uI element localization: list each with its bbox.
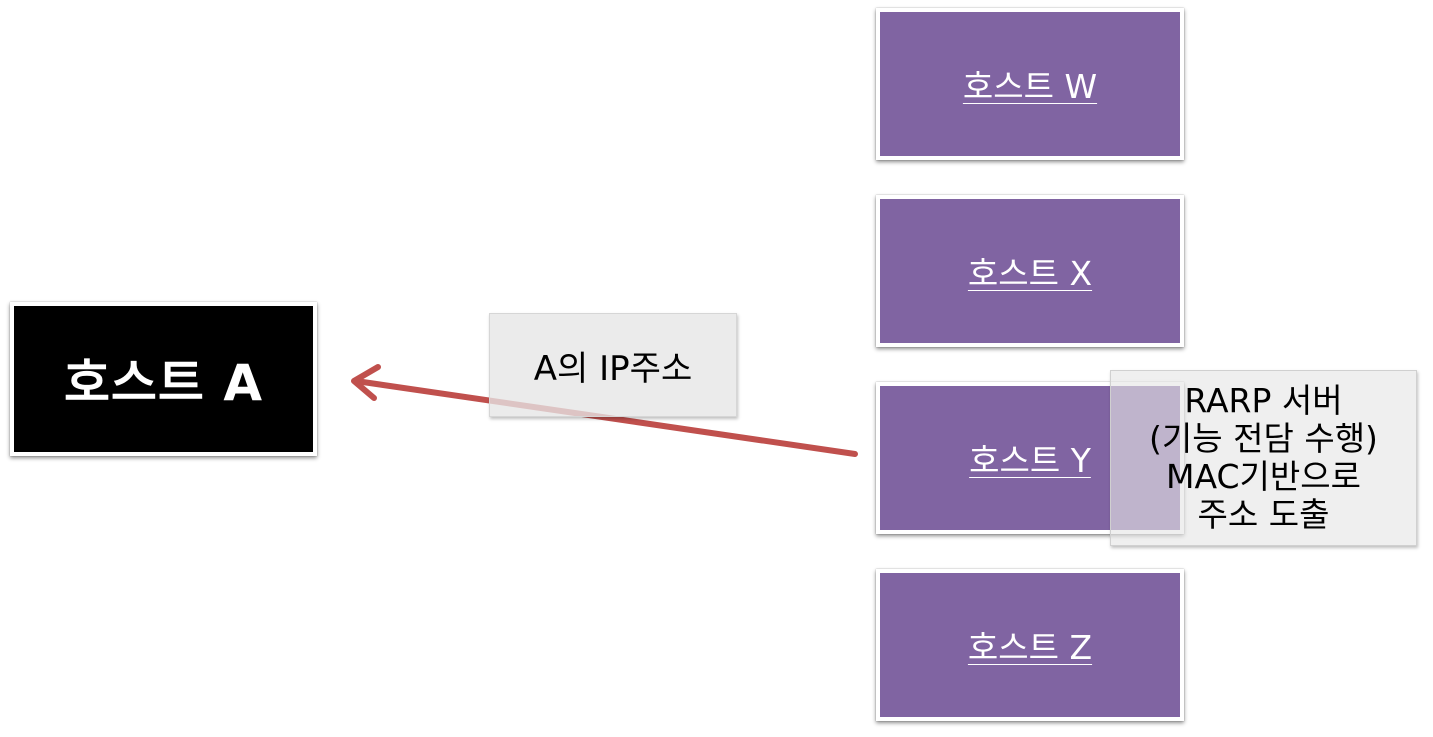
rarp-line-1: RARP 서버: [1184, 381, 1343, 420]
host-a-label: 호스트 A: [63, 354, 264, 412]
rarp-line-4: 주소 도출: [1197, 495, 1330, 534]
host-x-box: 호스트 X: [876, 195, 1184, 347]
rarp-line-2: (기능 전담 수행): [1149, 419, 1378, 458]
reply-arrow-head: [351, 364, 381, 401]
host-w-label: 호스트 W: [962, 67, 1098, 106]
rarp-server-label: RARP 서버 (기능 전담 수행) MAC기반으로 주소 도출: [1110, 370, 1417, 546]
host-w-box: 호스트 W: [876, 8, 1184, 160]
host-y-label: 호스트 Y: [969, 441, 1091, 480]
ip-address-label: A의 IP주소: [489, 313, 737, 417]
host-a-box: 호스트 A: [10, 302, 317, 456]
host-z-label: 호스트 Z: [967, 628, 1093, 667]
host-x-label: 호스트 X: [967, 254, 1093, 293]
rarp-line-3: MAC기반으로: [1166, 457, 1361, 496]
host-z-box: 호스트 Z: [876, 569, 1184, 721]
ip-address-text: A의 IP주소: [533, 348, 693, 389]
